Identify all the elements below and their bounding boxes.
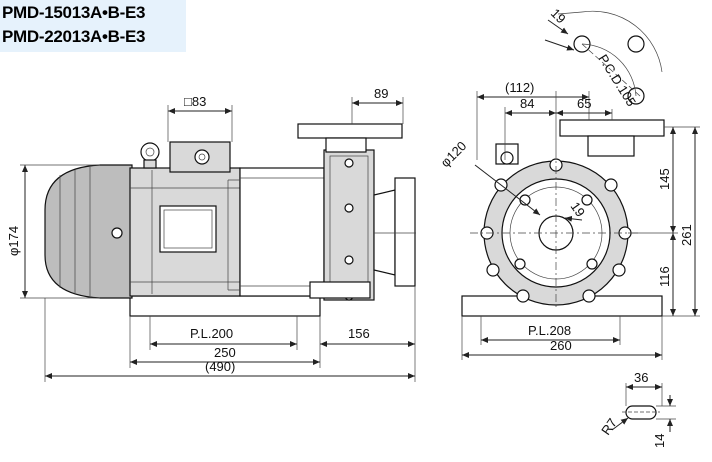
model-title-2: PMD-22013A•B-E3 — [2, 27, 146, 46]
discharge-flange — [297, 123, 403, 139]
pump-casing — [323, 149, 375, 301]
dim-phi120: φ120 — [438, 138, 470, 170]
dim-89: 89 — [374, 86, 388, 101]
cable-gland — [194, 149, 210, 165]
front-discharge-flange — [559, 119, 665, 137]
dim-pl200: P.L.200 — [190, 326, 233, 341]
dim-116: 116 — [657, 266, 672, 287]
casing-bolts — [480, 158, 632, 303]
dim-112: (112) — [505, 80, 534, 95]
model-title-1: PMD-15013A•B-E3 — [2, 3, 146, 22]
front-dimensions: (112) 84 65 φ120 19 261 145 116 P.L.208 — [438, 80, 700, 360]
motor-end-bell — [44, 164, 133, 299]
title-box: PMD-15013A•B-E3 PMD-22013A•B-E3 — [0, 0, 186, 52]
side-view — [44, 123, 416, 317]
dim-sq83: □83 — [184, 94, 206, 109]
dim-260: 260 — [550, 338, 572, 353]
side-base-plate — [129, 295, 321, 317]
slot-detail: 36 R7 14 — [598, 370, 676, 448]
dim-145: 145 — [657, 168, 672, 190]
dim-pl208: P.L.208 — [528, 323, 571, 338]
dim-250: 250 — [214, 345, 236, 360]
eye-bolt — [140, 142, 160, 162]
front-view — [461, 119, 665, 317]
dim-65: 65 — [577, 96, 591, 111]
suction-flange — [394, 177, 416, 287]
dim-36: 36 — [634, 370, 648, 385]
bracket-housing — [239, 167, 325, 297]
dim-phi174: φ174 — [6, 226, 21, 256]
flange-hole — [627, 35, 645, 53]
dim-19-flange: 19 — [548, 6, 569, 27]
side-dimensions: □83 89 φ174 P.L.200 156 250 (490) — [6, 86, 416, 382]
motor-nameplate — [159, 205, 217, 253]
dim-84: 84 — [520, 96, 534, 111]
dim-14: 14 — [652, 434, 667, 448]
dim-261: 261 — [679, 224, 694, 246]
suction-nozzle — [373, 189, 396, 276]
dim-490: (490) — [205, 359, 235, 374]
dim-19-inner: 19 — [568, 199, 589, 219]
mounting-slot — [625, 405, 657, 420]
dim-r7: R7 — [598, 415, 620, 437]
flange-detail: 19 P.C.D.105 — [544, 6, 663, 109]
terminal-box — [169, 141, 231, 173]
dim-156: 156 — [348, 326, 370, 341]
motor-bolt — [111, 227, 123, 239]
